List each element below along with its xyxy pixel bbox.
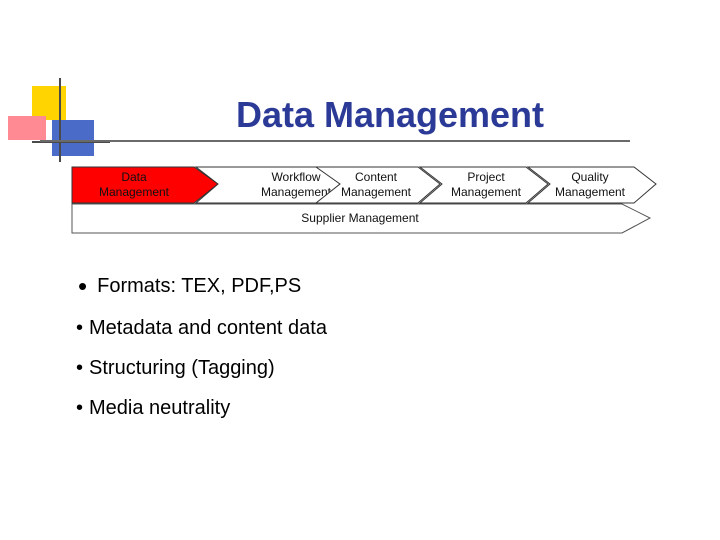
bullet-dot-icon: • xyxy=(76,357,84,379)
slide-logo-icon xyxy=(8,78,110,162)
step-5-label-line-1: Quality xyxy=(571,170,608,184)
step-4-label-line-1: Project xyxy=(467,170,505,184)
chevron-step-2: Workflow Management xyxy=(194,166,341,204)
bullet-item: • Formats: TEX, PDF,PS xyxy=(78,271,301,302)
title-divider xyxy=(40,140,630,142)
bullet-dot-icon: • xyxy=(78,271,88,301)
chevron-step-5 xyxy=(526,166,657,204)
step-1-label-line-2: Management xyxy=(99,185,170,199)
process-diagram: Supplier Management Data Management Work… xyxy=(71,166,657,234)
step-4-label-line-2: Management xyxy=(451,185,522,199)
bullet-dot-icon: • xyxy=(76,397,84,419)
step-3-label-line-2: Management xyxy=(341,185,412,199)
supplier-management-bar xyxy=(71,203,652,234)
bottom-bar-label: Supplier Management xyxy=(301,211,419,225)
step-3-label-line-1: Content xyxy=(355,170,398,184)
bullet-item: •Structuring (Tagging) xyxy=(76,357,275,380)
bullet-item: •Metadata and content data xyxy=(76,317,327,340)
step-2-label-line-1: Workflow xyxy=(271,170,320,184)
bullet-dot-icon: • xyxy=(76,317,84,339)
slide-title: Data Management xyxy=(235,94,545,135)
bullet-text: Structuring (Tagging) xyxy=(89,357,275,379)
chevron-step-4 xyxy=(418,166,549,204)
bullet-text: Media neutrality xyxy=(89,397,231,419)
bullet-text: Formats: TEX, PDF,PS xyxy=(97,275,302,297)
chevron-step-1 xyxy=(71,166,219,204)
step-5-label-line-2: Management xyxy=(555,185,626,199)
step-2-label-line-2: Management xyxy=(261,185,332,199)
step-1-label-line-1: Data xyxy=(121,170,147,184)
bullet-item: •Media neutrality xyxy=(76,397,230,420)
bullet-text: Metadata and content data xyxy=(89,317,327,339)
chevron-step-3 xyxy=(314,166,441,204)
